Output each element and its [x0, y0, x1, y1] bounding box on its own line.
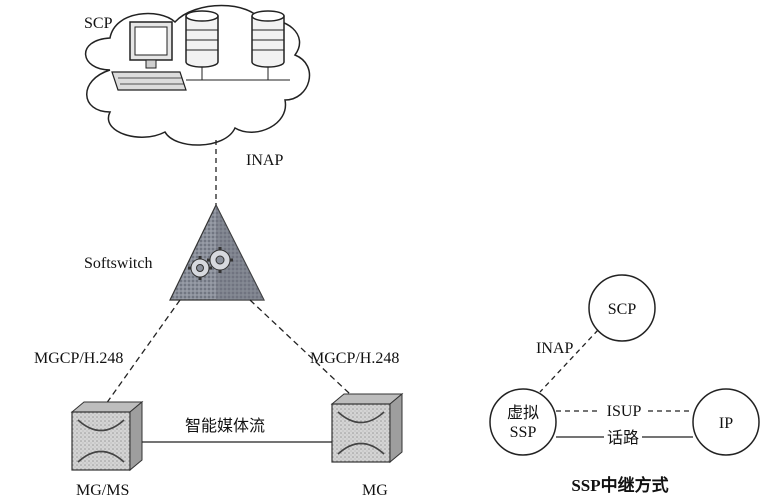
- speech-label: 话路: [607, 429, 639, 447]
- media-stream-label: 智能媒体流: [185, 417, 265, 435]
- right-inap-label: INAP: [536, 340, 573, 357]
- database-icon-1: [185, 10, 219, 80]
- mgcp-left-link: [105, 299, 181, 405]
- virtual-ssp-label-1: 虚拟: [507, 404, 539, 422]
- inap-label: INAP: [246, 152, 283, 169]
- mg-ms-label: MG/MS: [76, 482, 129, 499]
- database-icon-2: [251, 10, 285, 80]
- virtual-ssp-label-2: SSP: [510, 424, 537, 441]
- ip-node-label: IP: [719, 415, 733, 432]
- scp-node-label: SCP: [608, 301, 637, 318]
- mgcp-right-link: [249, 299, 351, 395]
- mgcp-right-label: MGCP/H.248: [310, 350, 399, 367]
- scp-label: SCP: [84, 15, 113, 32]
- isup-label: ISUP: [607, 403, 642, 420]
- scp-node: [588, 274, 656, 342]
- mg-ms-gateway-icon: [70, 400, 144, 472]
- mg-label: MG: [362, 482, 388, 499]
- ssp-relay-caption: SSP中继方式: [571, 475, 668, 495]
- virtual-ssp-node: [489, 388, 557, 456]
- softswitch-icon: [169, 203, 265, 301]
- softswitch-label: Softswitch: [84, 255, 152, 272]
- mgcp-left-label: MGCP/H.248: [34, 350, 123, 367]
- mg-gateway-icon: [330, 392, 404, 464]
- ip-node: [692, 388, 760, 456]
- computer-icon: [111, 21, 187, 91]
